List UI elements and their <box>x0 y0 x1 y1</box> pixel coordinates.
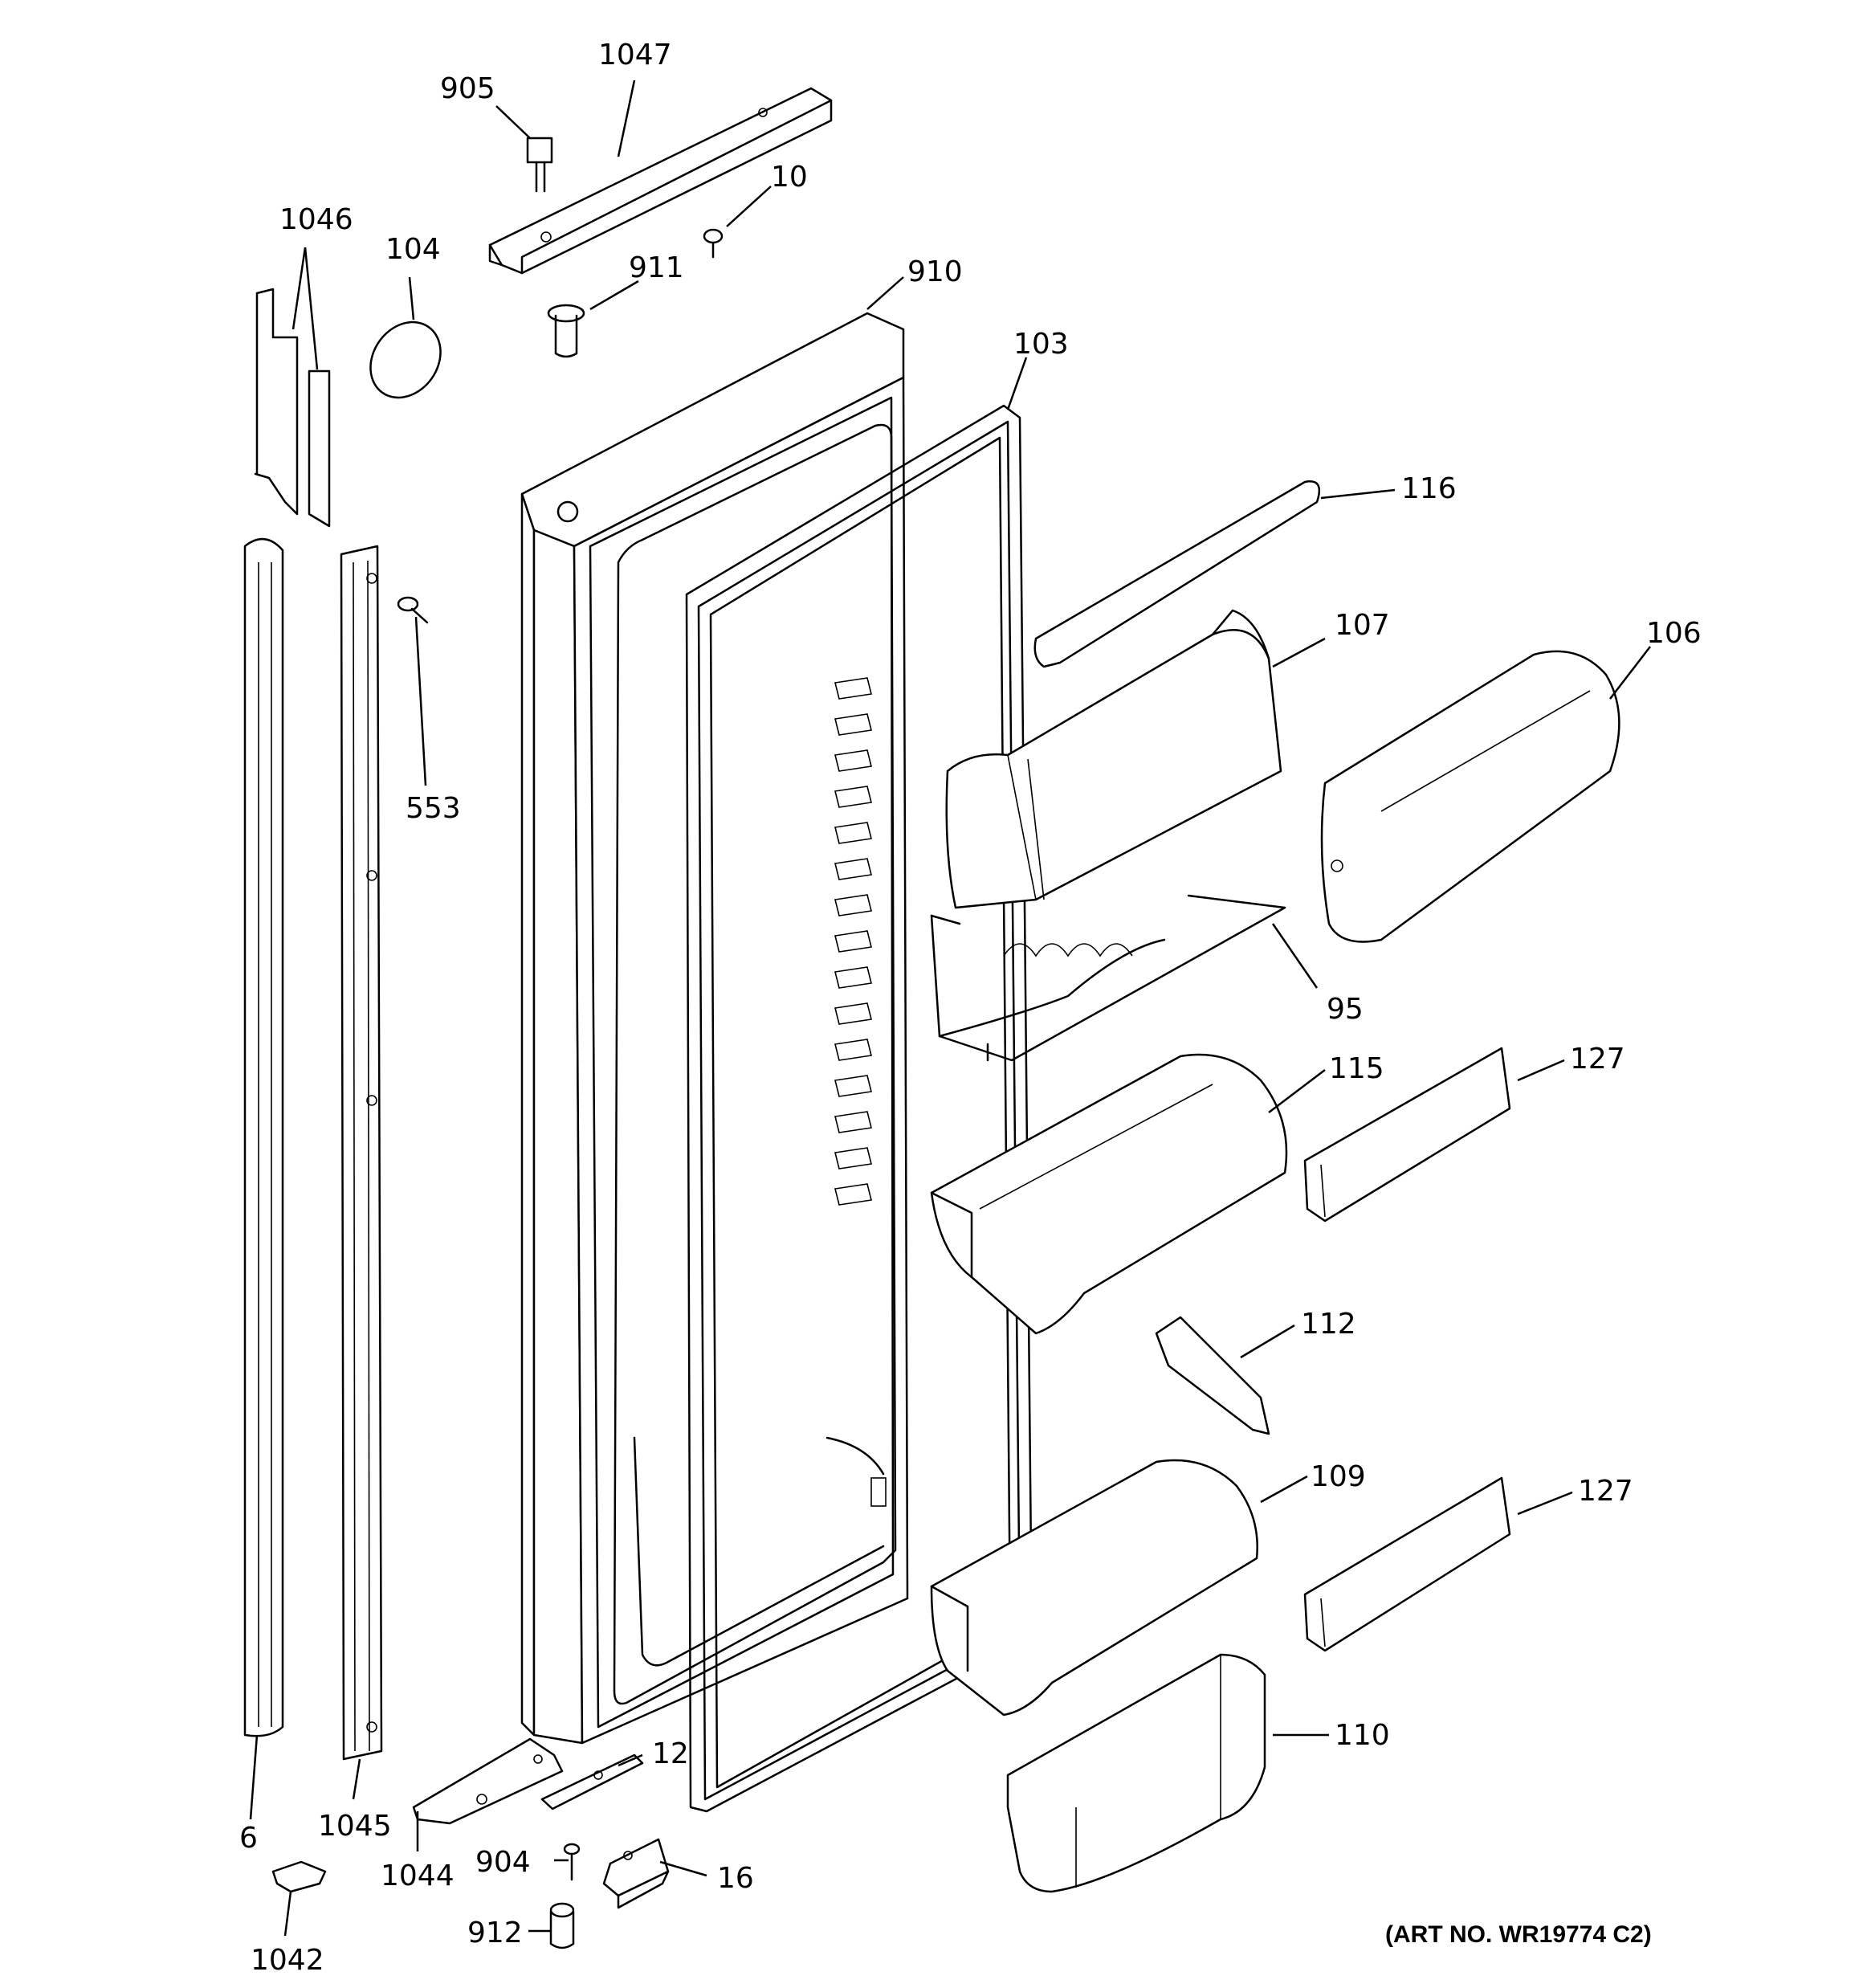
part-116-rail <box>1033 480 1321 668</box>
part-1047-top-hinge-bracket <box>488 87 833 275</box>
part-553-screw <box>397 596 429 624</box>
part-115-bin <box>930 1053 1288 1335</box>
art-number: (ART NO. WR19774 C2) <box>1385 1921 1652 1948</box>
callout-127-bottom: 127 <box>1578 1475 1633 1508</box>
part-95-wire-rack <box>930 894 1286 1062</box>
part-10-screw <box>703 228 724 259</box>
part-107-bin <box>945 609 1282 909</box>
callout-112: 112 <box>1301 1308 1356 1341</box>
callout-1042: 1042 <box>251 1944 324 1977</box>
part-905-bolt <box>526 137 553 193</box>
part-16-bottom-hinge <box>602 1838 670 1909</box>
callout-905: 905 <box>440 72 495 105</box>
part-1044-bottom-bracket <box>412 1737 564 1825</box>
callout-1046: 1046 <box>279 203 353 236</box>
callout-103: 103 <box>1013 328 1069 361</box>
callout-6: 6 <box>239 1822 258 1855</box>
callout-1045: 1045 <box>318 1810 392 1843</box>
callout-109: 109 <box>1311 1460 1366 1493</box>
part-1046-trim <box>254 288 331 528</box>
part-104-ring <box>369 320 442 399</box>
leader-lines <box>249 80 1651 1937</box>
callout-116: 116 <box>1401 472 1457 505</box>
part-1042-clip <box>271 1860 327 1893</box>
part-911-bushing <box>547 304 585 358</box>
callout-labels: 905 1047 10 1046 104 911 910 103 116 107… <box>239 39 1702 1977</box>
part-127-cover-bottom <box>1303 1476 1511 1652</box>
callout-910: 910 <box>907 255 963 288</box>
callout-1044: 1044 <box>381 1859 455 1892</box>
callout-110: 110 <box>1335 1719 1390 1752</box>
callout-10: 10 <box>771 161 808 194</box>
part-1045-trim-channel <box>340 545 383 1761</box>
shelf-support-column <box>834 677 872 1206</box>
part-904-screw <box>563 1843 581 1881</box>
callout-115: 115 <box>1329 1052 1384 1085</box>
part-6-trim-strip <box>243 538 284 1737</box>
part-912-bushing <box>549 1902 575 1949</box>
part-127-cover-top <box>1303 1047 1511 1223</box>
part-106-cover <box>1320 650 1620 943</box>
part-112-divider <box>1155 1316 1270 1435</box>
callout-104: 104 <box>385 233 441 266</box>
callout-912: 912 <box>467 1917 523 1949</box>
callout-106: 106 <box>1646 617 1702 650</box>
callout-12: 12 <box>652 1737 689 1770</box>
callout-127-top: 127 <box>1570 1043 1625 1076</box>
part-910-door <box>520 312 909 1745</box>
part-109-bin <box>930 1459 1258 1717</box>
callout-904: 904 <box>475 1846 531 1879</box>
callout-553: 553 <box>406 792 461 825</box>
callout-911: 911 <box>629 251 684 284</box>
part-110-bin <box>1006 1653 1266 1893</box>
callout-1047: 1047 <box>598 39 672 71</box>
part-12-hinge-plate <box>540 1753 644 1810</box>
callout-95: 95 <box>1327 993 1364 1026</box>
callout-107: 107 <box>1335 609 1390 642</box>
callout-16: 16 <box>717 1862 754 1895</box>
